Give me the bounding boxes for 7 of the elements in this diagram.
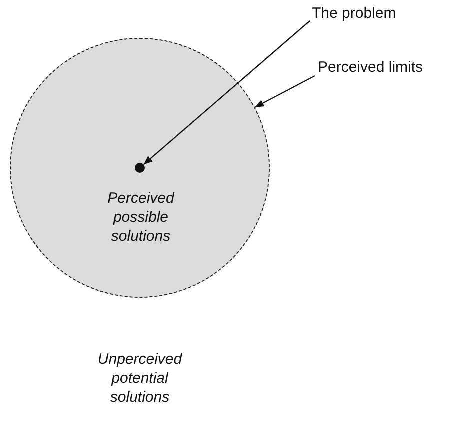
problem-dot [135,163,145,173]
outside-label: Unperceived potential solutions [96,350,184,407]
limits-label: Perceived limits [318,58,424,78]
arrow [143,20,310,166]
problem-label: The problem [312,4,396,24]
region-label: Perceived possible solutions [106,189,176,246]
arrow [254,75,316,108]
